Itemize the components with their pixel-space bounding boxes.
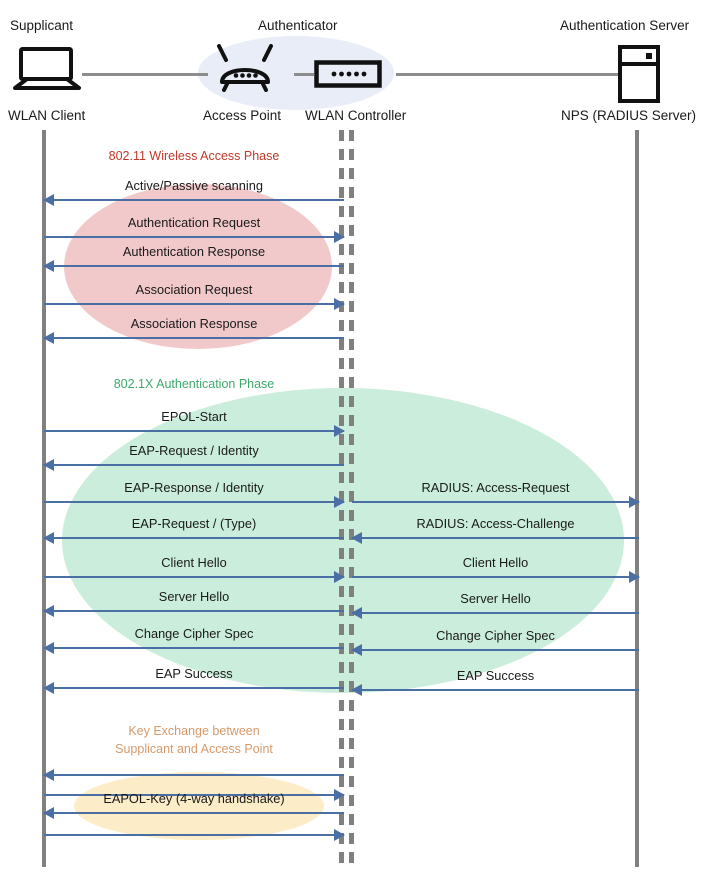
node-label-access-point: Access Point — [203, 108, 282, 123]
arrowhead-right-icon — [334, 829, 345, 841]
message-line — [44, 236, 344, 238]
lifeline-authenticator-right — [349, 130, 354, 867]
arrowhead-left-icon — [351, 607, 362, 619]
arrowhead-left-icon — [351, 644, 362, 656]
arrowhead-right-icon — [334, 298, 345, 310]
message-label: Association Request — [135, 282, 253, 297]
arrowhead-right-icon — [334, 425, 345, 437]
arrowhead-right-icon — [334, 231, 345, 243]
message-line — [44, 647, 344, 649]
access-point-icon — [214, 44, 276, 97]
message-label: EAP Success — [456, 668, 535, 683]
lifeline-supplicant — [42, 130, 46, 867]
node-label-wlan-controller: WLAN Controller — [305, 108, 407, 123]
message-line — [44, 464, 344, 466]
laptop-icon — [12, 47, 82, 97]
message-label: Client Hello — [161, 555, 227, 570]
arrowhead-left-icon — [43, 260, 54, 272]
message-label: EAP-Response / Identity — [124, 480, 264, 495]
node-label-nps-radius: NPS (RADIUS Server) — [561, 108, 697, 123]
arrowhead-right-icon — [334, 496, 345, 508]
message-label: RADIUS: Access-Challenge — [416, 516, 575, 531]
message-label: Association Response — [130, 316, 258, 331]
arrowhead-left-icon — [43, 605, 54, 617]
wlan-controller-icon — [314, 60, 382, 93]
message-label: EPOL-Start — [161, 409, 227, 424]
message-label: Authentication Response — [122, 244, 266, 259]
message-line — [44, 794, 344, 796]
phase-blob-key-exchange — [74, 772, 324, 840]
role-label-supplicant: Supplicant — [10, 18, 74, 33]
arrowhead-left-icon — [43, 532, 54, 544]
wire-ap-to-controller — [294, 73, 314, 76]
message-label: Change Cipher Spec — [134, 626, 254, 641]
message-label: Server Hello — [460, 591, 531, 606]
role-label-authenticator: Authenticator — [258, 18, 338, 33]
arrowhead-left-icon — [43, 459, 54, 471]
phase-title-key-exchange: Key Exchange between Supplicant and Acce… — [115, 724, 273, 757]
node-label-wlan-client: WLAN Client — [8, 108, 86, 123]
message-line — [44, 430, 344, 432]
message-line — [352, 537, 639, 539]
message-label: Change Cipher Spec — [436, 628, 555, 643]
arrowhead-left-icon — [351, 532, 362, 544]
message-line — [44, 337, 344, 339]
message-label: Server Hello — [158, 589, 230, 604]
message-line — [352, 649, 639, 651]
message-line — [44, 199, 344, 201]
message-line — [44, 774, 344, 776]
arrowhead-left-icon — [43, 332, 54, 344]
arrowhead-left-icon — [351, 684, 362, 696]
message-line — [352, 612, 639, 614]
message-line — [44, 303, 344, 305]
wire-client-to-ap — [82, 73, 208, 76]
arrowhead-right-icon — [629, 496, 640, 508]
message-line — [352, 689, 639, 691]
message-line — [44, 610, 344, 612]
arrowhead-left-icon — [43, 194, 54, 206]
role-label-authentication-server: Authentication Server — [560, 18, 690, 33]
arrowhead-right-icon — [334, 789, 345, 801]
arrowhead-right-icon — [629, 571, 640, 583]
message-label: RADIUS: Access-Request — [421, 480, 570, 495]
message-label: EAP Success — [155, 666, 233, 681]
arrowhead-left-icon — [43, 769, 54, 781]
message-line — [352, 501, 639, 503]
phase-title-dot1x: 802.1X Authentication Phase — [113, 377, 275, 391]
arrowhead-left-icon — [43, 642, 54, 654]
message-label: Authentication Request — [127, 215, 261, 230]
arrowhead-left-icon — [43, 682, 54, 694]
message-line — [44, 265, 344, 267]
message-label: Client Hello — [462, 555, 529, 570]
message-line — [44, 576, 344, 578]
message-label: EAP-Request / (Type) — [131, 516, 257, 531]
message-line — [44, 687, 344, 689]
message-line — [44, 812, 344, 814]
message-label: Active/Passive scanning — [125, 178, 263, 193]
message-line — [44, 834, 344, 836]
message-label: EAPOL-Key (4-way handshake) — [103, 791, 285, 806]
wire-controller-to-server — [396, 73, 618, 76]
message-line — [44, 501, 344, 503]
arrowhead-right-icon — [334, 571, 345, 583]
arrowhead-left-icon — [43, 807, 54, 819]
server-icon — [617, 45, 661, 108]
message-label: EAP-Request / Identity — [129, 443, 259, 458]
message-line — [352, 576, 639, 578]
message-line — [44, 537, 344, 539]
phase-title-wireless-access: 802.11 Wireless Access Phase — [108, 149, 280, 163]
